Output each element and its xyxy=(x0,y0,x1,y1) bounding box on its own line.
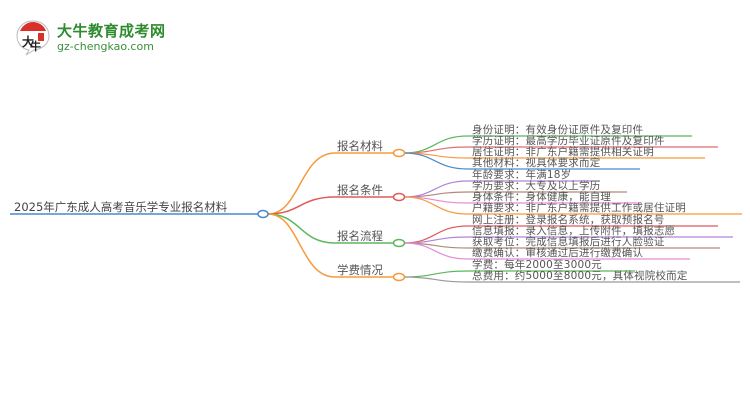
leaf-id-proof[interactable]: 身份证明：有效身份证原件及复印件 xyxy=(472,124,644,136)
svg-text:牛: 牛 xyxy=(30,39,41,53)
leaf-online-registration[interactable]: 网上注册：登录报名系统，获取预报名号 xyxy=(472,214,665,226)
root-node-circle xyxy=(257,209,269,219)
branch-topic-fees[interactable]: 学费情况 xyxy=(337,263,383,277)
leaf-residence-proof[interactable]: 居住证明：非广东户籍需提供相关证明 xyxy=(472,146,654,158)
logo-url: gz-chengkao.com xyxy=(57,40,154,53)
leaf-household-requirement[interactable]: 户籍要求：非广东户籍需提供工作或居住证明 xyxy=(472,202,686,214)
branch-node-circle xyxy=(392,192,406,202)
site-logo[interactable]: 大 牛 大牛教育成考网 gz-chengkao.com xyxy=(14,18,214,60)
branch-topic-conditions[interactable]: 报名条件 xyxy=(337,183,383,197)
branch-node-circle xyxy=(392,272,406,282)
leaf-other-materials[interactable]: 其他材料：视具体要求而定 xyxy=(472,157,601,169)
leaf-age-requirement[interactable]: 年龄要求：年满18岁 xyxy=(472,169,572,181)
leaf-education-proof[interactable]: 学历证明：最高学历毕业证原件及复印件 xyxy=(472,135,665,147)
svg-text:大: 大 xyxy=(22,34,34,49)
leaf-education-requirement[interactable]: 学历要求：大专及以上学历 xyxy=(472,180,601,192)
leaf-total-cost[interactable]: 总费用：约5000至8000元，具体视院校而定 xyxy=(472,270,688,282)
leaf-payment-confirm[interactable]: 缴费确认：审核通过后进行缴费确认 xyxy=(472,247,644,259)
branch-topic-materials[interactable]: 报名材料 xyxy=(337,139,383,153)
branch-topic-process[interactable]: 报名流程 xyxy=(337,229,383,243)
leaf-tuition[interactable]: 学费：每年2000至3000元 xyxy=(472,259,602,271)
leaf-exam-seat[interactable]: 获取考位：完成信息填报后进行人脸验证 xyxy=(472,236,665,248)
root-topic[interactable]: 2025年广东成人高考音乐学专业报名材料 xyxy=(14,200,228,214)
branch-node-circle xyxy=(392,148,406,158)
leaf-info-filling[interactable]: 信息填报：录入信息，上传附件，填报志愿 xyxy=(472,225,676,237)
logo-badge-icon: 大 牛 xyxy=(16,20,50,56)
branch-node-circle xyxy=(392,238,406,248)
leaf-health-condition[interactable]: 身体条件：身体健康，能自理 xyxy=(472,191,612,203)
logo-title: 大牛教育成考网 xyxy=(57,22,166,40)
